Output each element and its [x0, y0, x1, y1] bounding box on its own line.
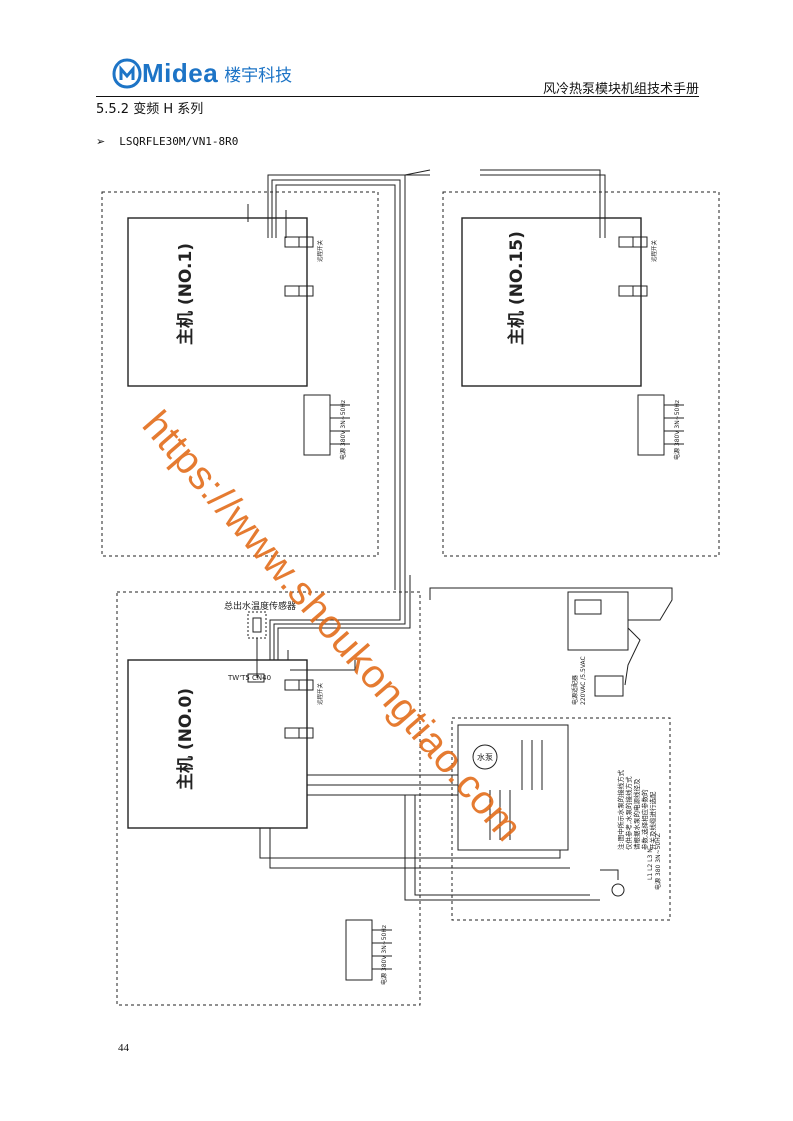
- pump-label: 水泵: [477, 752, 493, 762]
- unit-0-label: 主机 (NO.0): [175, 688, 196, 790]
- cn-label: CN40: [252, 674, 271, 682]
- power-label-unit-15: 电源 380V 3N~50Hz: [673, 400, 681, 460]
- logo-brand-word: Midea: [142, 57, 219, 88]
- logo-brand-sub: 楼宇科技: [224, 65, 293, 86]
- unit-0-box: [127, 659, 308, 829]
- tw-label: TW'T5: [227, 674, 250, 682]
- controller-voltage-label: 220VAC /5.5VAC: [580, 656, 587, 705]
- pump-note-line-4: 参数,选择相应参数的: [640, 789, 649, 850]
- pump-note-line-1: 注:图中所示水泵的接线方式: [616, 769, 625, 850]
- enclosure-unit-0: [116, 591, 421, 1006]
- pump-power-label: 电源 380 3N~50HZ: [654, 833, 662, 890]
- model-name: LSQRFLE30M/VN1-8R0: [119, 135, 239, 148]
- midea-logo: Midea 楼宇科技: [112, 56, 292, 90]
- page-number: 44: [118, 1042, 129, 1054]
- unit-15-box: [461, 217, 642, 387]
- bullet-arrow-icon: ➢: [96, 135, 106, 148]
- pump-note-line-2: 仅供参考,水泵的接线方式: [624, 776, 633, 850]
- remote-switch-label-0: 远程开关: [316, 682, 324, 705]
- section-heading: 5.5.2 变频 H 系列: [96, 102, 204, 117]
- enclosure-unit-15: [442, 191, 720, 557]
- unit-1-label: 主机 (NO.1): [175, 243, 196, 345]
- power-label-unit-0: 电源 380V 3N~50Hz: [380, 925, 388, 985]
- model-line: ➢ LSQRFLE30M/VN1-8R0: [96, 135, 238, 148]
- remote-switch-label-1: 远程开关: [316, 239, 324, 262]
- terminal-label: L1 L2 L3 N: [647, 848, 654, 880]
- power-label-unit-1: 电源 380V 3N~50Hz: [339, 400, 347, 460]
- pump-note-line-5: 开关及线缆进行选配: [648, 791, 657, 850]
- enclosure-unit-1: [101, 191, 379, 557]
- header-divider: [96, 96, 699, 97]
- controller-power-label: 电源适配器: [571, 675, 579, 705]
- unit-1-box: [127, 217, 308, 387]
- remote-switch-label-15: 远程开关: [650, 239, 658, 262]
- pump-note-line-3: 请根据水泵的电源线径及: [632, 778, 641, 850]
- enclosure-pump: [451, 717, 671, 921]
- outlet-sensor-label: 总出水温度传感器: [224, 600, 296, 612]
- midea-logo-icon: [112, 58, 142, 89]
- manual-title: 风冷热泵模块机组技术手册: [542, 82, 699, 97]
- unit-15-label: 主机 (NO.15): [506, 231, 527, 345]
